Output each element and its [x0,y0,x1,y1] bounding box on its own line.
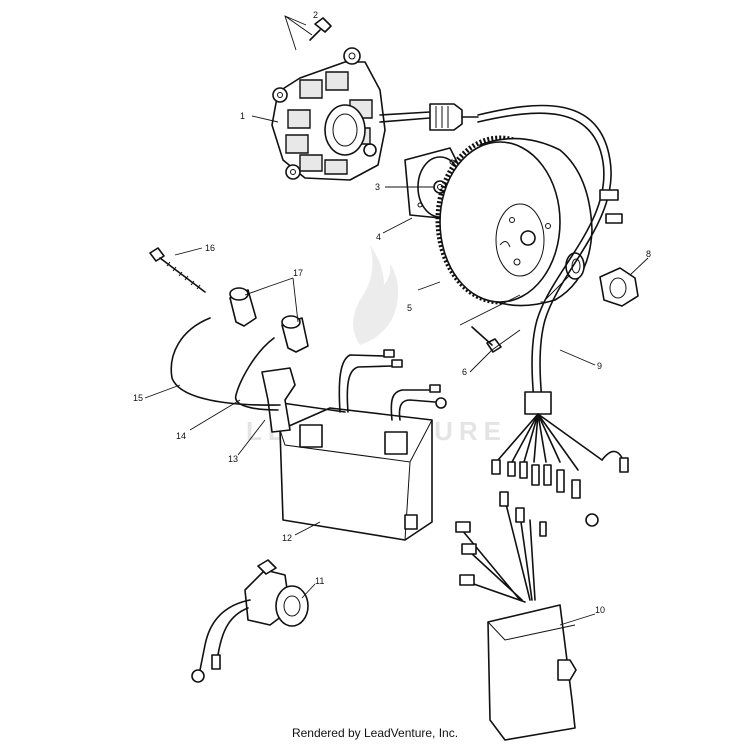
callout-7: 7 [540,300,545,310]
callout-6: 6 [462,367,467,377]
callout-8: 8 [646,249,651,259]
callout-15: 15 [133,393,143,403]
part-screw [309,17,332,41]
part-plug-caps [229,287,309,353]
leader-lines [144,15,649,626]
callout-2: 2 [313,10,318,20]
callout-5: 5 [407,303,412,313]
callout-12: 12 [282,533,292,543]
part-washer [565,252,585,280]
part-harness [477,104,629,527]
part-cdi-box [274,349,447,541]
callout-14: 14 [176,431,186,441]
part-bolt [471,326,502,353]
callout-17: 17 [293,268,303,278]
callout-3: 3 [375,182,380,192]
callout-1: 1 [240,111,245,121]
callout-4: 4 [376,232,381,242]
part-flywheel [435,135,593,307]
part-nut [599,267,639,307]
callout-10: 10 [595,605,605,615]
callout-11: 11 [315,576,324,586]
credit-text: Rendered by LeadVenture, Inc. [291,726,459,740]
part-module [455,491,577,741]
callout-16: 16 [205,243,215,253]
part-spark-plug [149,247,206,293]
callout-9: 9 [597,361,602,371]
part-ignition-wires [170,317,281,411]
part-relay [191,559,309,683]
callout-labels: 1 2 3 4 5 6 7 8 9 10 11 12 13 14 15 16 1… [133,10,651,615]
callout-13: 13 [228,454,238,464]
part-stator [271,47,479,181]
